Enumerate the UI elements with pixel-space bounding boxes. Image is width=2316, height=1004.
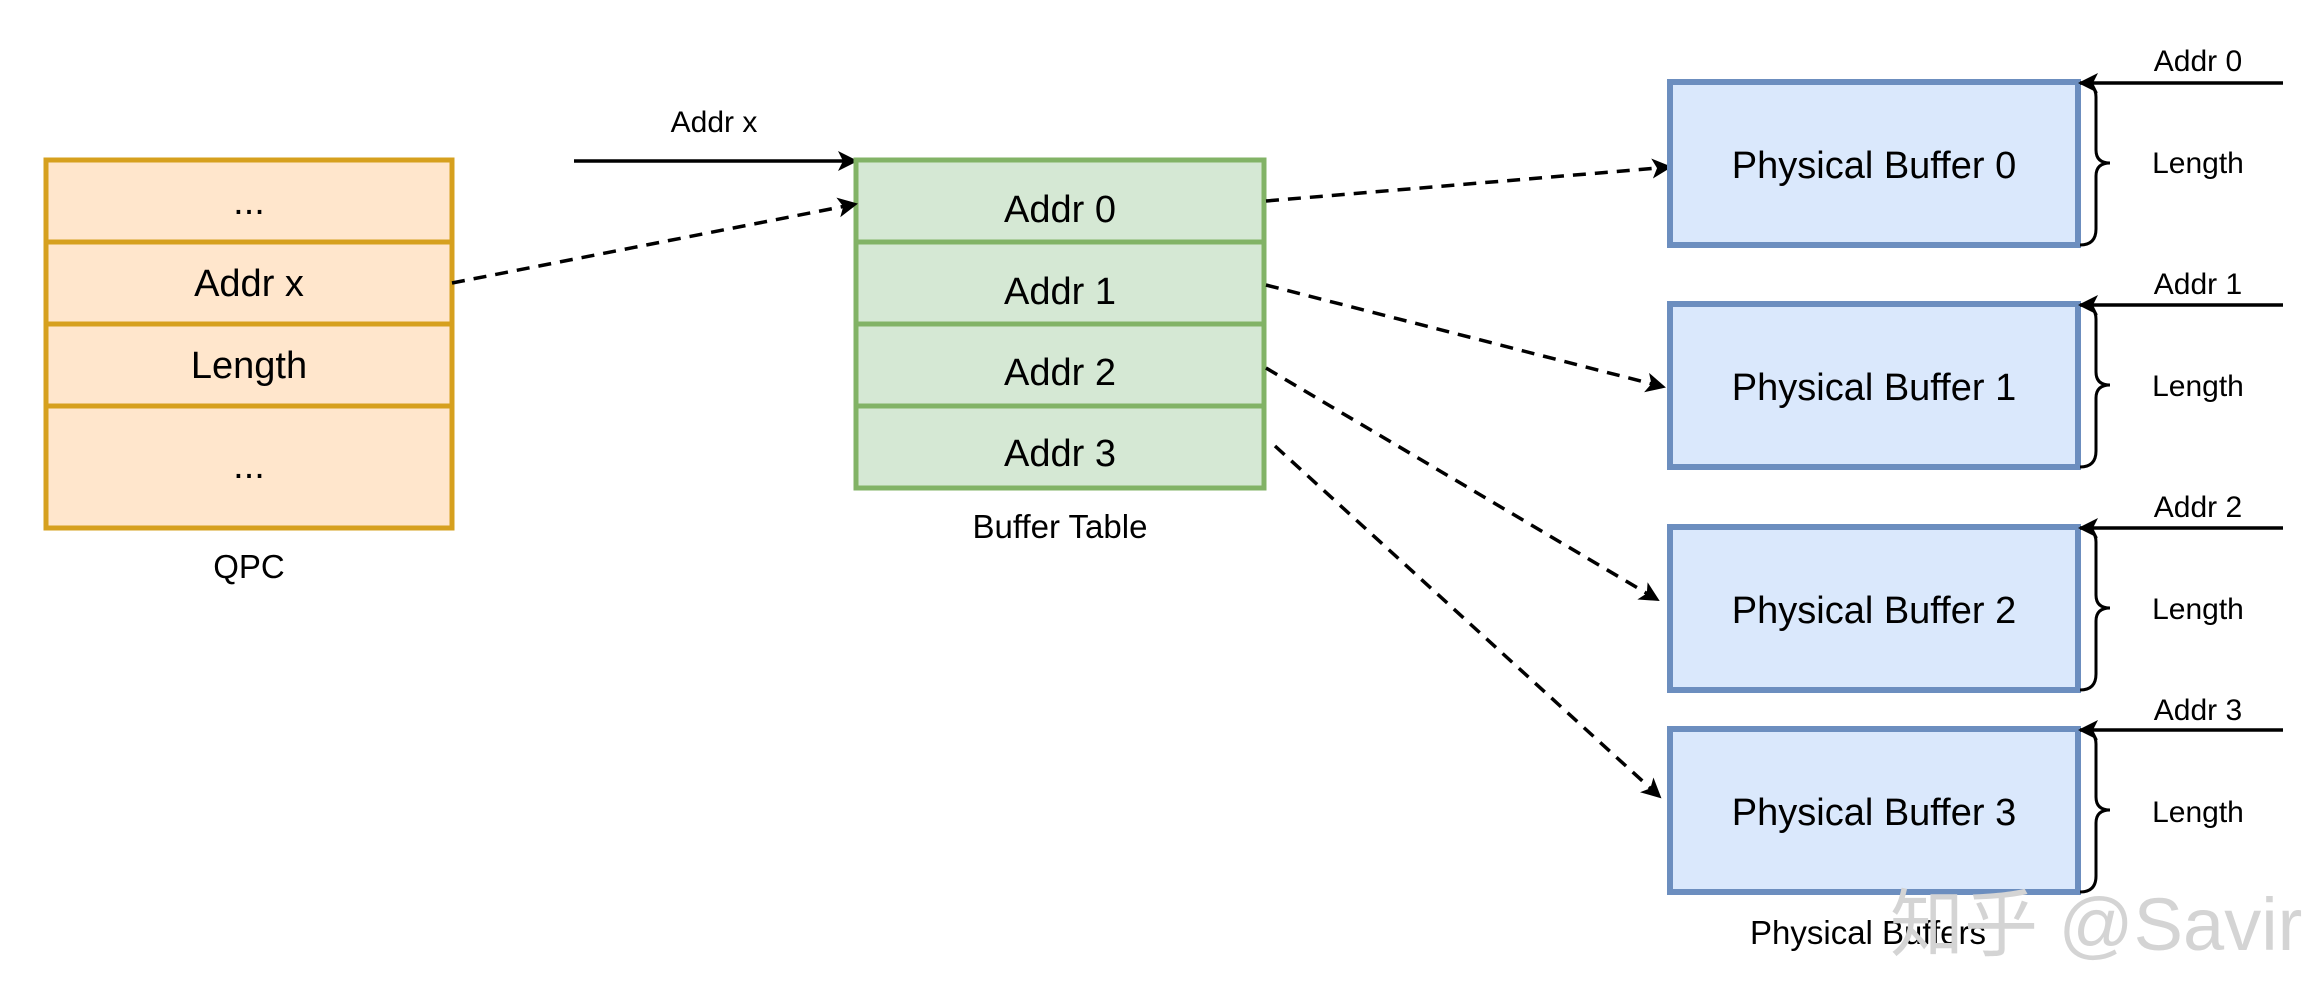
- addr-2-to-buffer-2-arrow: [1265, 366, 1660, 602]
- qpc-row-3-text: ...: [233, 445, 265, 487]
- addr-3-to-buffer-3-arrow: [1273, 444, 1662, 799]
- physical-buffer-1-label: Physical Buffer 1: [1732, 367, 2016, 409]
- physical-buffer-2-length-label: Length: [2152, 593, 2244, 626]
- qpc-row-0: [43, 157, 455, 245]
- physical-buffer-0-length-label: Length: [2152, 147, 2244, 180]
- qpc-caption: QPC: [213, 548, 285, 585]
- physical-buffer-1: Physical Buffer 1 Addr 1 Length: [1667, 268, 2283, 470]
- physical-buffer-3-length-label: Length: [2152, 796, 2244, 829]
- physical-buffer-1-length-label: Length: [2152, 370, 2244, 403]
- addr-0-to-buffer-0-arrow: [1265, 158, 1672, 203]
- qpc-block: ... Addr x Length ... QPC: [43, 157, 455, 585]
- qpc-row-1-text: Addr x: [194, 263, 304, 305]
- pointer-arrows: [451, 158, 1672, 799]
- buffer-table-row-3: [853, 403, 1267, 491]
- buffer-table-row-2: [853, 321, 1267, 409]
- physical-buffer-3-addr-label: Addr 3: [2154, 694, 2242, 727]
- buffer-table-row-1-text: Addr 1: [1004, 271, 1116, 313]
- watermark: 知乎 @Savir: [1890, 883, 2302, 966]
- buffer-table-row-0-text: Addr 0: [1004, 189, 1116, 231]
- buffer-table-row-2-text: Addr 2: [1004, 352, 1116, 394]
- physical-buffer-2-label: Physical Buffer 2: [1732, 590, 2016, 632]
- physical-buffer-3-label: Physical Buffer 3: [1732, 792, 2016, 834]
- physical-buffer-0-addr-label: Addr 0: [2154, 45, 2242, 78]
- qpc-row-2-text: Length: [191, 345, 307, 387]
- incoming-arrow-label: Addr x: [671, 106, 758, 139]
- physical-buffer-0-label: Physical Buffer 0: [1732, 145, 2016, 187]
- qpc-row-3: [43, 403, 455, 531]
- buffer-table-block: Addr 0 Addr 1 Addr 2 Addr 3 Buffer Table: [853, 157, 1267, 545]
- physical-buffers-caption: Physical Buffers: [1750, 914, 1986, 951]
- buffer-table-row-3-text: Addr 3: [1004, 433, 1116, 475]
- physical-buffer-2-addr-label: Addr 2: [2154, 491, 2242, 524]
- qpc-to-buffer-table-arrow: [451, 197, 858, 285]
- buffer-table-caption: Buffer Table: [973, 508, 1148, 545]
- qpc-row-0-text: ...: [233, 181, 265, 223]
- physical-buffer-2: Physical Buffer 2 Addr 2 Length: [1667, 491, 2283, 693]
- incoming-addr-arrow: Addr x: [574, 106, 858, 171]
- addr-1-to-buffer-1-arrow: [1265, 283, 1666, 393]
- physical-buffer-3: Physical Buffer 3 Addr 3 Length: [1667, 694, 2283, 895]
- buffer-table-row-1: [853, 239, 1267, 327]
- physical-buffer-1-addr-label: Addr 1: [2154, 268, 2242, 301]
- physical-buffer-0: Physical Buffer 0 Addr 0 Length: [1667, 45, 2283, 248]
